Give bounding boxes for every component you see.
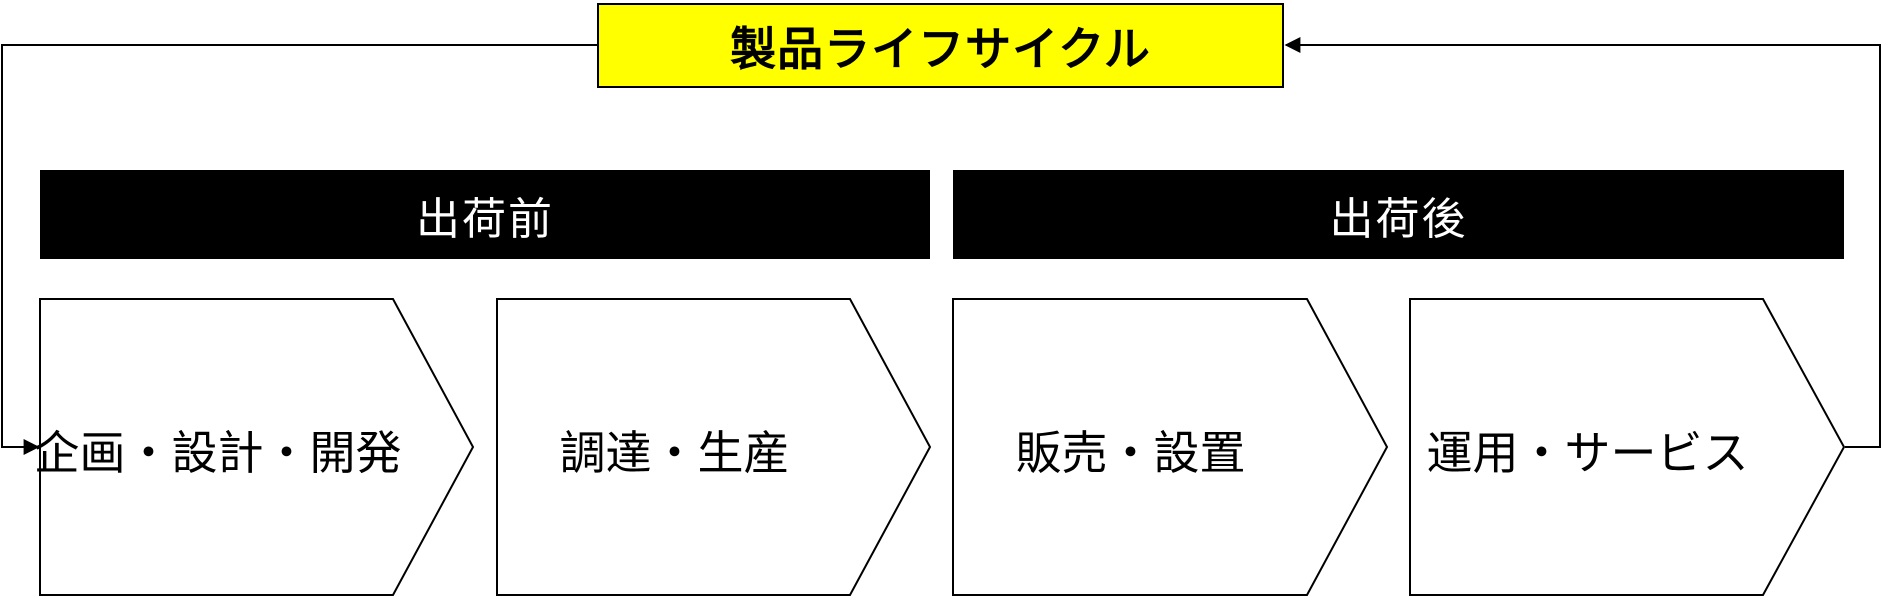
stage-label-procurement: 調達・生産 bbox=[559, 426, 790, 480]
stage-label-operation: 運用・サービス bbox=[1426, 426, 1749, 480]
phase-label-before-shipment: 出荷前 bbox=[416, 193, 554, 245]
phase-bar-after-shipment: 出荷後 bbox=[953, 170, 1844, 259]
phase-label-after-shipment: 出荷後 bbox=[1329, 193, 1468, 245]
stage-chevron-sales bbox=[952, 298, 1389, 596]
lifecycle-title: 製品ライフサイクル bbox=[730, 21, 1151, 76]
phase-bar-before-shipment: 出荷前 bbox=[40, 170, 930, 259]
cycle-connector-right bbox=[1284, 37, 1881, 448]
stage-chevron-procurement bbox=[496, 298, 932, 596]
stage-chevron-operation bbox=[1409, 298, 1846, 596]
lifecycle-title-box: 製品ライフサイクル bbox=[597, 3, 1284, 88]
stage-label-sales: 販売・設置 bbox=[1015, 426, 1246, 480]
stage-label-planning: 企画・設計・開発 bbox=[33, 426, 402, 480]
cycle-connector-left bbox=[1, 44, 597, 455]
stage-chevron-planning bbox=[39, 298, 475, 596]
